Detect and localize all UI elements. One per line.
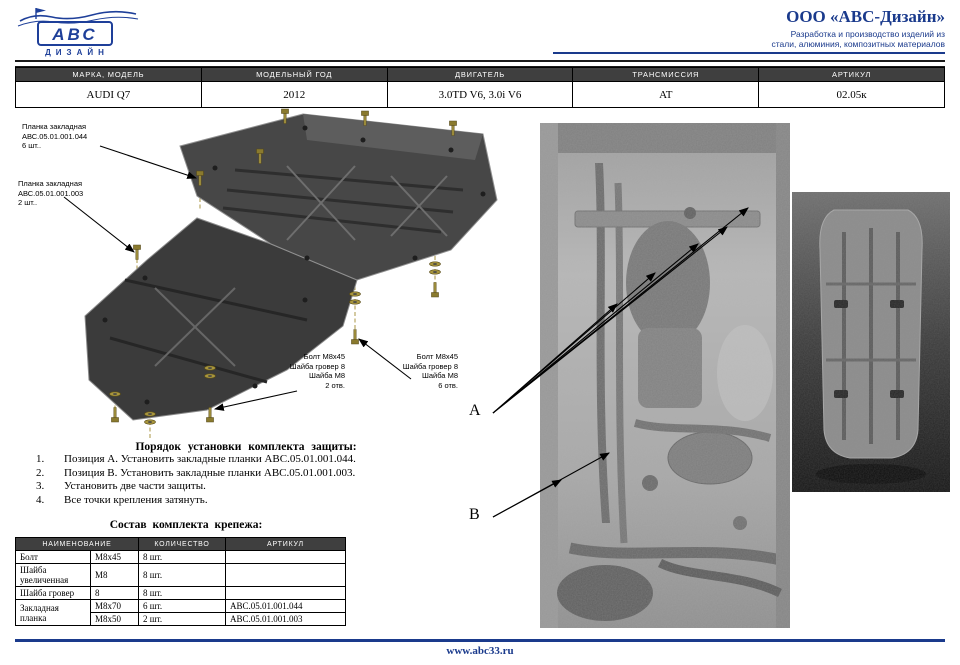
plate-front-brace <box>286 165 448 241</box>
callout-line: АВС.05.01.001.003 <box>18 188 84 198</box>
instruction-text: Позиция А. Установить закладные планки А… <box>64 453 356 465</box>
hw-col-header-name: НАИМЕНОВАНИЕ <box>15 537 139 551</box>
callout-line: Шайба гровер 8 <box>402 361 458 371</box>
hw-qty: 8 шт. <box>138 550 226 564</box>
spec-value-transmission: AT <box>572 81 760 108</box>
vehicle-spec-table: МАРКА, МОДЕЛЬ МОДЕЛЬНЫЙ ГОД ДВИГАТЕЛЬ ТР… <box>15 67 945 108</box>
table-row: Шайба гровер 8 8 шт. <box>15 586 346 600</box>
plate-rear-brace <box>154 287 236 367</box>
hw-col-header-qty: КОЛИЧЕСТВО <box>138 537 226 551</box>
plate-front-facet <box>303 114 483 160</box>
instruction-text: Все точки крепления затянуть. <box>64 493 208 506</box>
hw-qty: 8 шт. <box>138 563 226 587</box>
hw-qty: 2 шт. <box>138 612 226 626</box>
table-row: М8х50 2 шт. АВС.05.01.001.003 <box>16 612 346 626</box>
spec-value-article: 02.05к <box>758 81 945 108</box>
callout-line: Болт М8х45 <box>303 352 345 361</box>
plate-front-holes <box>212 125 486 261</box>
skid-plate-drawing <box>55 108 525 438</box>
hw-size: М8х70 <box>90 599 139 613</box>
hw-qty: 8 шт. <box>138 586 226 600</box>
hw-size: М8х45 <box>90 550 139 564</box>
position-label-a: А <box>469 402 481 419</box>
hw-name: Шайба увеличенная <box>15 563 91 587</box>
hardware-kit-title: Состав комплекта крепежа: <box>109 519 263 531</box>
table-row: Шайба увеличенная М8 8 шт. <box>15 563 346 587</box>
company-tagline-line1: Разработка и производство изделий из <box>790 29 945 39</box>
hw-article <box>225 586 346 600</box>
hw-size: М8х50 <box>90 612 139 626</box>
instruction-item: 3. Установить две части защиты. <box>28 480 464 494</box>
callout-line: Шайба гровер 8 <box>289 361 345 371</box>
instruction-number: 4. <box>36 493 45 506</box>
instructions-title: Порядок установки комплекта защиты: <box>135 441 357 453</box>
callout-line: Болт М8х45 <box>416 352 458 361</box>
spec-col-header: АРТИКУЛ <box>758 67 945 82</box>
instruction-number: 2. <box>36 466 45 479</box>
callout-line: Шайба М8 <box>308 371 345 380</box>
instruction-number: 1. <box>36 453 45 465</box>
instruction-text: Позиция В. Установить закладные планки А… <box>64 466 356 479</box>
callout-line: Планка закладная <box>22 122 87 131</box>
callout-line: 2 отв. <box>325 380 345 390</box>
logo-main-text: АВС <box>51 25 97 44</box>
callout-line: 2 шт.. <box>18 198 38 207</box>
hw-article: АВС.05.01.001.044 <box>225 599 346 613</box>
spec-value-engine: 3.0TD V6, 3.0i V6 <box>386 81 574 108</box>
hw-col-header-article: АРТИКУЛ <box>225 537 346 551</box>
spec-col-header: ТРАНСМИССИЯ <box>572 67 760 82</box>
logo-boat-icon: АВС ДИЗАЙН <box>17 8 139 57</box>
logo-sub-text: ДИЗАЙН <box>45 48 109 57</box>
hw-qty: 6 шт. <box>138 599 226 613</box>
company-name: ООО «АВС-Дизайн» <box>786 7 945 26</box>
instruction-number: 3. <box>36 480 45 492</box>
plate-rear-section <box>84 217 358 421</box>
callout-line: 6 шт.. <box>22 141 42 150</box>
instruction-text: Установить две части защиты. <box>64 480 206 492</box>
company-logo: АВС ДИЗАЙН <box>14 5 142 57</box>
installed-plate-photo <box>792 192 950 492</box>
table-row: Болт М8х45 8 шт. <box>15 550 346 564</box>
instruction-item: 4. Все точки крепления затянуть. <box>28 494 464 508</box>
callout-line: АВС.05.01.001.044 <box>22 131 88 141</box>
hardware-kit-table: НАИМЕНОВАНИЕ КОЛИЧЕСТВО АРТИКУЛ Болт М8х… <box>15 537 346 626</box>
spec-value-year: 2012 <box>200 81 388 108</box>
underbody-photo <box>540 123 790 628</box>
callout-plate-003: Планка закладная АВС.05.01.001.003 2 шт.… <box>18 179 126 208</box>
callout-bolt-6-holes: Болт М8х45 Шайба гровер 8 Шайба М8 6 отв… <box>368 352 458 390</box>
table-row: Закладная планка М8х70 6 шт. АВС.05.01.0… <box>15 599 346 626</box>
instruction-item: 1. Позиция А. Установить закладные планк… <box>28 453 464 467</box>
plate-rear-ribs <box>109 278 308 384</box>
website-link[interactable]: www.abc33.ru <box>446 645 514 657</box>
plate-front-ribs <box>222 168 464 234</box>
hw-size: М8 <box>90 563 139 587</box>
callout-bolt-2-holes: Болт М8х45 Шайба гровер 8 Шайба М8 2 отв… <box>255 352 345 390</box>
hw-name: Болт <box>15 550 91 564</box>
hw-article: АВС.05.01.001.003 <box>225 612 346 626</box>
callout-line: Шайба М8 <box>421 371 458 380</box>
header-blue-rule <box>553 52 945 54</box>
hw-name: Закладная планка <box>15 599 91 626</box>
installation-instructions: Порядок установки комплекта защиты: 1. П… <box>28 441 464 507</box>
callout-line: Планка закладная <box>18 179 83 188</box>
spec-col-header: МОДЕЛЬНЫЙ ГОД <box>200 67 388 82</box>
callout-plate-044: Планка закладная АВС.05.01.001.044 6 шт.… <box>22 122 130 151</box>
position-label-b: В <box>469 506 480 523</box>
callout-line: 6 отв. <box>438 380 458 390</box>
hw-name: Шайба гровер <box>15 586 91 600</box>
hw-article <box>225 563 346 587</box>
instruction-item: 2. Позиция В. Установить закладные планк… <box>28 467 464 481</box>
spec-col-header: МАРКА, МОДЕЛЬ <box>15 67 202 82</box>
hw-article <box>225 550 346 564</box>
footer-divider <box>15 639 945 642</box>
spec-value-make-model: AUDI Q7 <box>15 81 202 108</box>
company-tagline-line2: стали, алюминия, композитных материалов <box>771 39 945 49</box>
plate-rear-holes <box>102 275 308 405</box>
spec-col-header: ДВИГАТЕЛЬ <box>386 67 574 82</box>
hw-size: 8 <box>90 586 139 600</box>
